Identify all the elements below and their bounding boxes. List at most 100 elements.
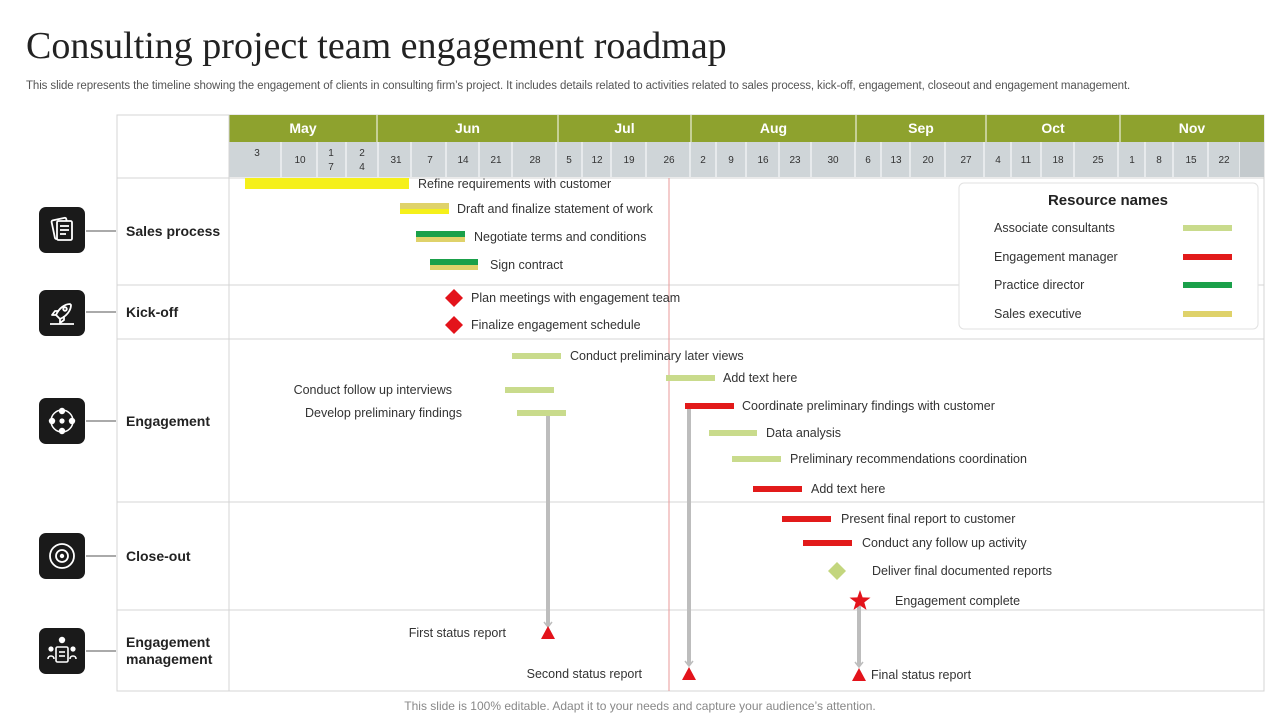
- week-label: 27: [960, 155, 972, 166]
- week-label: 1: [328, 148, 334, 159]
- task-label: Add text here: [811, 482, 885, 496]
- week-label: 31: [390, 155, 402, 166]
- task-label: Draft and finalize statement of work: [457, 202, 654, 216]
- week-label: 22: [1218, 155, 1230, 166]
- task-bar: [517, 410, 566, 416]
- slide-subtitle: This slide represents the timeline showi…: [26, 80, 1131, 92]
- task-bar: [685, 403, 734, 409]
- document-icon: [39, 207, 85, 253]
- task-bar: [753, 486, 802, 492]
- week-label: 4: [359, 162, 365, 173]
- task-bar: [416, 237, 465, 242]
- week-label: 12: [591, 155, 603, 166]
- task-bar: [709, 430, 757, 436]
- status-report-triangle: [682, 667, 696, 680]
- legend-swatch: [1183, 311, 1232, 317]
- task-label: Negotiate terms and conditions: [474, 230, 646, 244]
- month-header-cell: [986, 115, 1120, 142]
- week-label: 28: [529, 155, 541, 166]
- week-label: 20: [922, 155, 934, 166]
- connector-arrowhead: [684, 660, 694, 668]
- week-label: 9: [728, 155, 734, 166]
- week-label: 2: [359, 148, 365, 159]
- week-label: 4: [995, 155, 1001, 166]
- week-label: 25: [1092, 155, 1104, 166]
- legend-title: Resource names: [1048, 192, 1168, 209]
- slide-footer: This slide is 100% editable. Adapt it to…: [404, 699, 876, 713]
- task-label: Coordinate preliminary findings with cus…: [742, 399, 995, 413]
- slide-title: Consulting project team engagement roadm…: [26, 25, 727, 67]
- month-label: Aug: [760, 120, 787, 136]
- task-bar: [245, 184, 409, 189]
- phase-label: Engagement: [126, 634, 210, 650]
- task-bar: [245, 178, 409, 184]
- task-bar: [732, 456, 781, 462]
- task-label: Finalize engagement schedule: [471, 318, 641, 332]
- week-label: 26: [663, 155, 675, 166]
- task-label: Data analysis: [766, 426, 841, 440]
- task-bar: [782, 516, 831, 522]
- week-label: 5: [566, 155, 572, 166]
- manager-icon: [39, 628, 85, 674]
- task-bar: [803, 540, 852, 546]
- task-bar: [666, 375, 715, 381]
- task-label: Second status report: [527, 667, 643, 681]
- task-bar: [512, 353, 561, 359]
- month-label: Nov: [1179, 120, 1206, 136]
- task-bar: [400, 203, 449, 209]
- task-label: Deliver final documented reports: [872, 564, 1052, 578]
- week-label: 8: [1156, 155, 1162, 166]
- task-bar: [505, 387, 554, 393]
- phase-label: Close-out: [126, 548, 191, 564]
- status-report-triangle: [541, 626, 555, 639]
- month-label: Jun: [455, 120, 480, 136]
- week-label: 11: [1021, 155, 1032, 166]
- rocket-icon: [39, 290, 85, 336]
- month-header-cell: [1120, 115, 1264, 142]
- week-label: 7: [427, 155, 433, 166]
- task-label: Final status report: [871, 668, 972, 682]
- week-label: 10: [294, 155, 306, 166]
- task-label: Conduct any follow up activity: [862, 536, 1027, 550]
- target-icon: [39, 533, 85, 579]
- legend-item-label: Practice director: [994, 278, 1084, 292]
- legend-item-label: Sales executive: [994, 307, 1082, 321]
- week-label: 30: [827, 155, 839, 166]
- task-bar: [430, 259, 478, 265]
- week-label: 1: [1129, 155, 1135, 166]
- week-label: 18: [1052, 155, 1064, 166]
- week-label: 2: [700, 155, 706, 166]
- legend-swatch: [1183, 254, 1232, 260]
- task-label: First status report: [409, 626, 507, 640]
- week-label: 13: [890, 155, 902, 166]
- task-label: Refine requirements with customer: [418, 177, 611, 191]
- team-network-icon: [39, 398, 85, 444]
- week-label: 6: [865, 155, 871, 166]
- week-label: 3: [254, 148, 260, 159]
- month-header-cell: [229, 115, 377, 142]
- legend-item-label: Engagement manager: [994, 250, 1118, 264]
- phase-label: Engagement: [126, 413, 210, 429]
- task-bar: [416, 231, 465, 237]
- task-label: Sign contract: [490, 258, 563, 272]
- resource-legend: [958, 182, 1259, 330]
- phase-label: Kick-off: [126, 304, 178, 320]
- month-label: Sep: [908, 120, 934, 136]
- task-label: Conduct preliminary later views: [570, 349, 744, 363]
- month-header-cell: [691, 115, 856, 142]
- milestone-diamond: [445, 289, 463, 307]
- task-label: Develop preliminary findings: [305, 406, 462, 420]
- milestone-diamond: [445, 316, 463, 334]
- month-label: Oct: [1041, 120, 1065, 136]
- task-label: Conduct follow up interviews: [294, 383, 452, 397]
- task-label: Preliminary recommendations coordination: [790, 452, 1027, 466]
- week-label: 7: [328, 162, 334, 173]
- month-header-cell: [856, 115, 986, 142]
- phase-label: management: [126, 651, 213, 667]
- week-label: 23: [789, 155, 801, 166]
- task-label: Engagement complete: [895, 594, 1020, 608]
- status-report-triangle: [852, 668, 866, 681]
- legend-item-label: Associate consultants: [994, 221, 1115, 235]
- legend-swatch: [1183, 282, 1232, 288]
- phase-label: Sales process: [126, 223, 220, 239]
